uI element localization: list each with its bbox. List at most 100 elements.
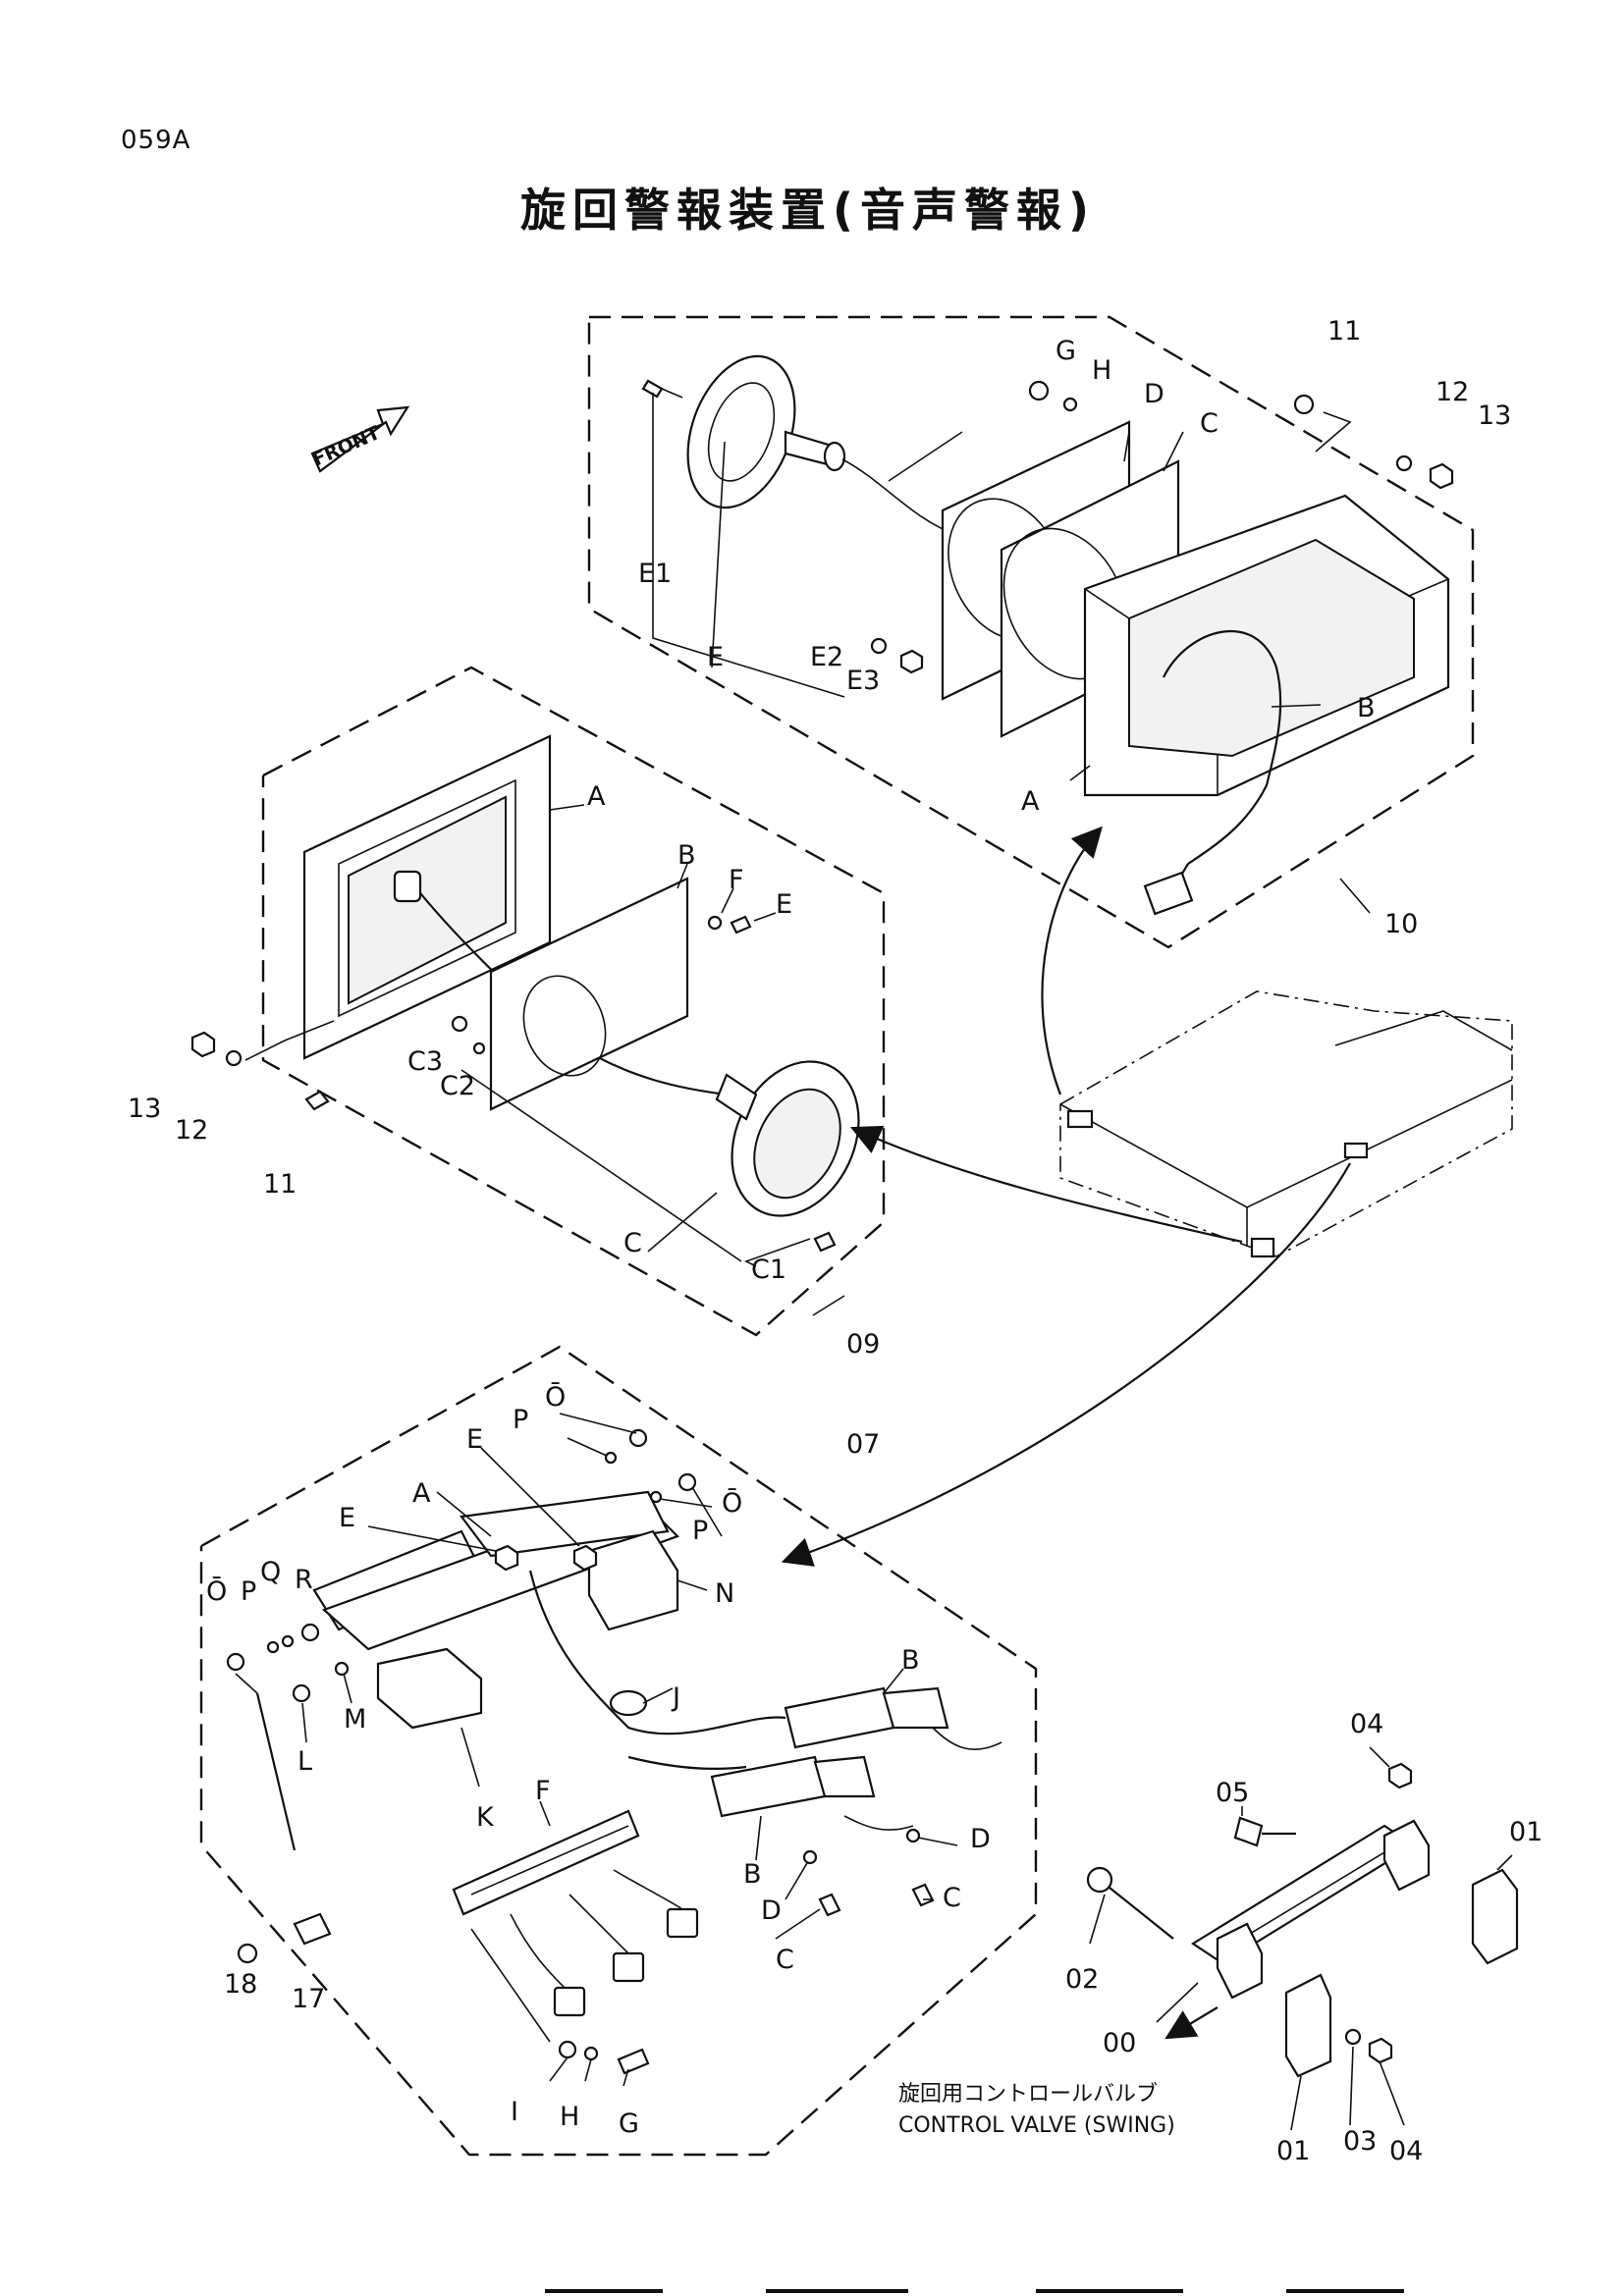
label-d: D xyxy=(1144,379,1164,409)
washer-d-right xyxy=(905,1828,921,1843)
label-a: A xyxy=(1021,786,1040,817)
clamp-01-right xyxy=(1471,1868,1519,1965)
label-o-upper: Ō xyxy=(545,1382,566,1413)
label-c3: C3 xyxy=(407,1046,443,1077)
label-c: C xyxy=(1200,408,1218,439)
bolt-05-head xyxy=(1233,1816,1264,1847)
page-title: 旋回警報装置(音声警報) xyxy=(520,184,1097,237)
label-c-right: C xyxy=(943,1883,961,1913)
footer-rule xyxy=(545,2289,663,2293)
label-e-upper: E xyxy=(466,1424,483,1455)
label-18: 18 xyxy=(224,1969,257,2000)
label-g: G xyxy=(1056,336,1076,366)
clamp-r xyxy=(300,1623,320,1642)
label-12: 12 xyxy=(1435,377,1469,407)
page-code: 059A xyxy=(121,126,191,155)
group-10-boundary xyxy=(587,315,1475,949)
label-r: R xyxy=(295,1565,313,1595)
label-b: B xyxy=(677,840,696,871)
label-m: M xyxy=(344,1704,366,1735)
screw-l xyxy=(292,1683,311,1703)
nut-e3 xyxy=(899,649,924,674)
label-e: E xyxy=(707,642,724,672)
bolt-11 xyxy=(304,1090,330,1111)
footer-rule xyxy=(766,2289,908,2293)
label-11: 11 xyxy=(263,1169,297,1200)
label-i: I xyxy=(511,2097,518,2127)
label-k: K xyxy=(476,1802,495,1833)
screw-e1 xyxy=(641,379,664,399)
washer-h xyxy=(1062,397,1078,412)
label-j: J xyxy=(671,1682,680,1713)
bolt-11-upper xyxy=(1293,394,1315,415)
screw-c-left xyxy=(818,1893,841,1917)
label-p-left: P xyxy=(241,1576,256,1607)
label-f: F xyxy=(729,865,744,895)
switch-b-upper xyxy=(784,1686,895,1749)
connector-b xyxy=(1143,871,1194,916)
clamp-01-bottom xyxy=(1284,1973,1332,2078)
screw-o-upper xyxy=(628,1428,648,1448)
connector xyxy=(393,870,422,903)
label-o-left: Ō xyxy=(206,1576,227,1607)
label-e-left: E xyxy=(339,1503,355,1533)
label-c1: C1 xyxy=(751,1255,786,1285)
control-valve-clamp-assembly: 04 05 01 02 00 01 03 04 旋回用コントロールバルブ CON… xyxy=(898,1709,1543,2166)
rod xyxy=(255,1692,297,1851)
valve-caption-jp: 旋回用コントロールバルブ xyxy=(898,2082,1158,2107)
label-17: 17 xyxy=(292,1984,325,2014)
connector-f3 xyxy=(666,1907,699,1939)
label-01-right: 01 xyxy=(1509,1817,1543,1847)
valve-caption-en: CONTROL VALVE (SWING) xyxy=(898,2113,1175,2138)
nut-e1 xyxy=(494,1544,519,1572)
speaker-location-marker xyxy=(1066,1109,1094,1129)
unit-n xyxy=(587,1529,679,1631)
washer-c2 xyxy=(472,1041,486,1055)
label-q: Q xyxy=(260,1557,281,1587)
assembly-group-07: Ō P Ō P A E E N R Q P Ō M L K J B B F D … xyxy=(199,1345,1038,2157)
label-o-right: Ō xyxy=(722,1488,742,1519)
washer-p-upper xyxy=(604,1451,618,1465)
arrow-to-group-10 xyxy=(1041,826,1103,1095)
washer-p-right xyxy=(649,1490,663,1504)
washer-d-left xyxy=(802,1849,818,1865)
label-h: H xyxy=(1092,355,1111,386)
label-b-lower: B xyxy=(743,1859,762,1890)
bolt-17 xyxy=(293,1912,332,1946)
clamp-half xyxy=(1216,1922,1264,2000)
screw-e xyxy=(730,915,752,934)
label-l: L xyxy=(298,1746,312,1777)
label-05: 05 xyxy=(1216,1778,1249,1808)
group-09-boundary xyxy=(261,666,886,1337)
switch-b-lower xyxy=(710,1755,827,1818)
nut-e2 xyxy=(572,1544,598,1572)
label-00: 00 xyxy=(1103,2028,1136,2058)
group-number-07: 07 xyxy=(846,1429,880,1460)
valve-direction-arrow xyxy=(1164,2006,1218,2040)
label-p-right: P xyxy=(692,1516,708,1546)
label-b: B xyxy=(1357,693,1376,723)
connector-f1 xyxy=(553,1986,586,2017)
label-11: 11 xyxy=(1327,316,1361,347)
front-label: FRONT xyxy=(309,422,383,471)
label-h: H xyxy=(560,2102,579,2132)
assembly-group-10: E1 E E2 E3 G H D C 11 12 13 B A 10 xyxy=(587,315,1511,949)
label-c: C xyxy=(623,1228,642,1258)
speaker-horn xyxy=(686,354,796,509)
arrow-to-group-07 xyxy=(781,1162,1351,1567)
label-c-left: C xyxy=(776,1945,794,1975)
nut-04-lower xyxy=(1368,2037,1393,2064)
label-a: A xyxy=(587,781,606,812)
clip-18 xyxy=(237,1943,258,1964)
screw-c-right xyxy=(911,1883,935,1907)
label-n: N xyxy=(715,1578,734,1609)
screw-o-right xyxy=(677,1472,697,1492)
machine-body-sketch xyxy=(1059,990,1513,1258)
label-g: G xyxy=(619,2109,639,2139)
nut-04-upper xyxy=(1387,1762,1413,1789)
label-04-upper: 04 xyxy=(1350,1709,1383,1739)
label-e1: E1 xyxy=(638,559,672,589)
washer-i xyxy=(558,2040,577,2059)
washer-h xyxy=(583,2046,599,2061)
